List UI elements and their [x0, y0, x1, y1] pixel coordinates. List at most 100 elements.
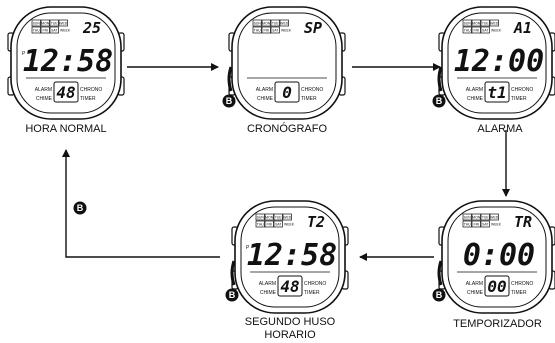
day-cell [252, 19, 262, 27]
chime-label: CHIME [467, 96, 484, 102]
day-cell [40, 26, 50, 34]
watch-bezel [447, 206, 547, 308]
day-cell [264, 220, 274, 228]
chrono-label: CHRONO [511, 281, 533, 287]
day-label: SUN [257, 215, 265, 219]
button-b-arc [437, 260, 443, 286]
day-cell [480, 26, 490, 34]
button-b: B [432, 288, 446, 302]
bottom-digits: 0 [282, 83, 292, 102]
day-cell [31, 19, 41, 27]
day-label: SAT [482, 28, 488, 32]
main-time: 12:00 [454, 44, 544, 79]
main-time: 12:58 [23, 44, 113, 79]
timer-label: TIMER [301, 96, 317, 102]
chrono-label: CHRONO [80, 87, 102, 93]
day-cell [279, 19, 289, 27]
bottom-digits: 48 [56, 83, 75, 102]
bottom-digit-box [277, 275, 303, 297]
day-label: THU [464, 28, 472, 32]
day-cell [49, 26, 59, 34]
top-digits: T2 [307, 213, 325, 231]
day-cell [255, 220, 265, 228]
day-cell [471, 19, 481, 27]
day-label: TUE [272, 21, 280, 25]
day-cell [471, 26, 481, 34]
button-b-disc [222, 94, 236, 108]
day-cell [273, 213, 283, 221]
week-label: WEEK [281, 28, 292, 32]
day-cell [270, 19, 280, 27]
day-label: MON [472, 215, 480, 219]
day-cell [40, 19, 50, 27]
day-cell [480, 19, 490, 27]
day-cell [462, 220, 472, 228]
day-label: MON [262, 21, 270, 25]
day-cell [462, 213, 472, 221]
bottom-digit-box [53, 81, 79, 103]
watch-bezel [237, 12, 337, 114]
chime-label: CHIME [257, 96, 274, 102]
alarm-label: ALARM [259, 281, 276, 287]
day-label: THU [257, 222, 265, 226]
day-cell [471, 220, 481, 228]
watch-bezel [447, 12, 547, 114]
day-cell [462, 19, 472, 27]
day-label: SUN [33, 21, 41, 25]
day-label: FRI [474, 222, 480, 226]
day-label: SAT [272, 28, 278, 32]
day-label: TUE [482, 215, 490, 219]
bottom-digit-box [274, 81, 300, 103]
day-label: SAT [482, 222, 488, 226]
bottom-digits: 48 [280, 277, 299, 296]
button-b-arc [437, 66, 443, 92]
top-digits: 25 [82, 19, 101, 37]
day-cell [261, 26, 271, 34]
day-label: TUE [51, 21, 59, 25]
day-cell [261, 19, 271, 27]
bottom-digit-box [484, 81, 510, 103]
button-b-disc [432, 94, 446, 108]
day-label: TUE [275, 215, 283, 219]
watch-bezel [16, 12, 116, 114]
watch-bezel [240, 206, 340, 308]
loop-button-b-label: B [77, 203, 84, 213]
day-label: THU [33, 28, 41, 32]
day-cell [480, 213, 490, 221]
day-label: SUN [254, 21, 262, 25]
caption-hora-normal: HORA NORMAL [25, 123, 107, 135]
day-cell [31, 26, 41, 34]
button-b-arc [227, 66, 233, 92]
loop-button-b: B [73, 201, 87, 215]
main-time: 0:00 [463, 238, 535, 273]
day-cell [264, 213, 274, 221]
chrono-label: CHRONO [301, 87, 323, 93]
alarm-label: ALARM [35, 87, 52, 93]
arrow-second-tz-to-normal [62, 149, 220, 258]
button-b-disc [225, 288, 239, 302]
day-cell [49, 19, 59, 27]
bottom-digits: 00 [487, 277, 506, 296]
day-label: SUN [464, 21, 472, 25]
week-label: WEEK [491, 222, 502, 226]
timer-label: TIMER [304, 290, 320, 296]
caption-temporizador: TEMPORIZADOR [453, 318, 542, 330]
chime-label: CHIME [467, 290, 484, 296]
pm-indicator: P [22, 51, 26, 57]
week-label: WEEK [491, 28, 502, 32]
button-b-label: B [229, 290, 236, 300]
day-label: MON [41, 21, 49, 25]
top-digits: A1 [513, 19, 532, 37]
button-b-disc [432, 288, 446, 302]
alarm-label: ALARM [256, 87, 273, 93]
day-cell [273, 220, 283, 228]
day-cell [462, 26, 472, 34]
button-b-label: B [436, 290, 443, 300]
day-cell [282, 213, 292, 221]
alarm-label: ALARM [466, 87, 483, 93]
day-cell [480, 220, 490, 228]
day-label: WED [280, 21, 288, 25]
